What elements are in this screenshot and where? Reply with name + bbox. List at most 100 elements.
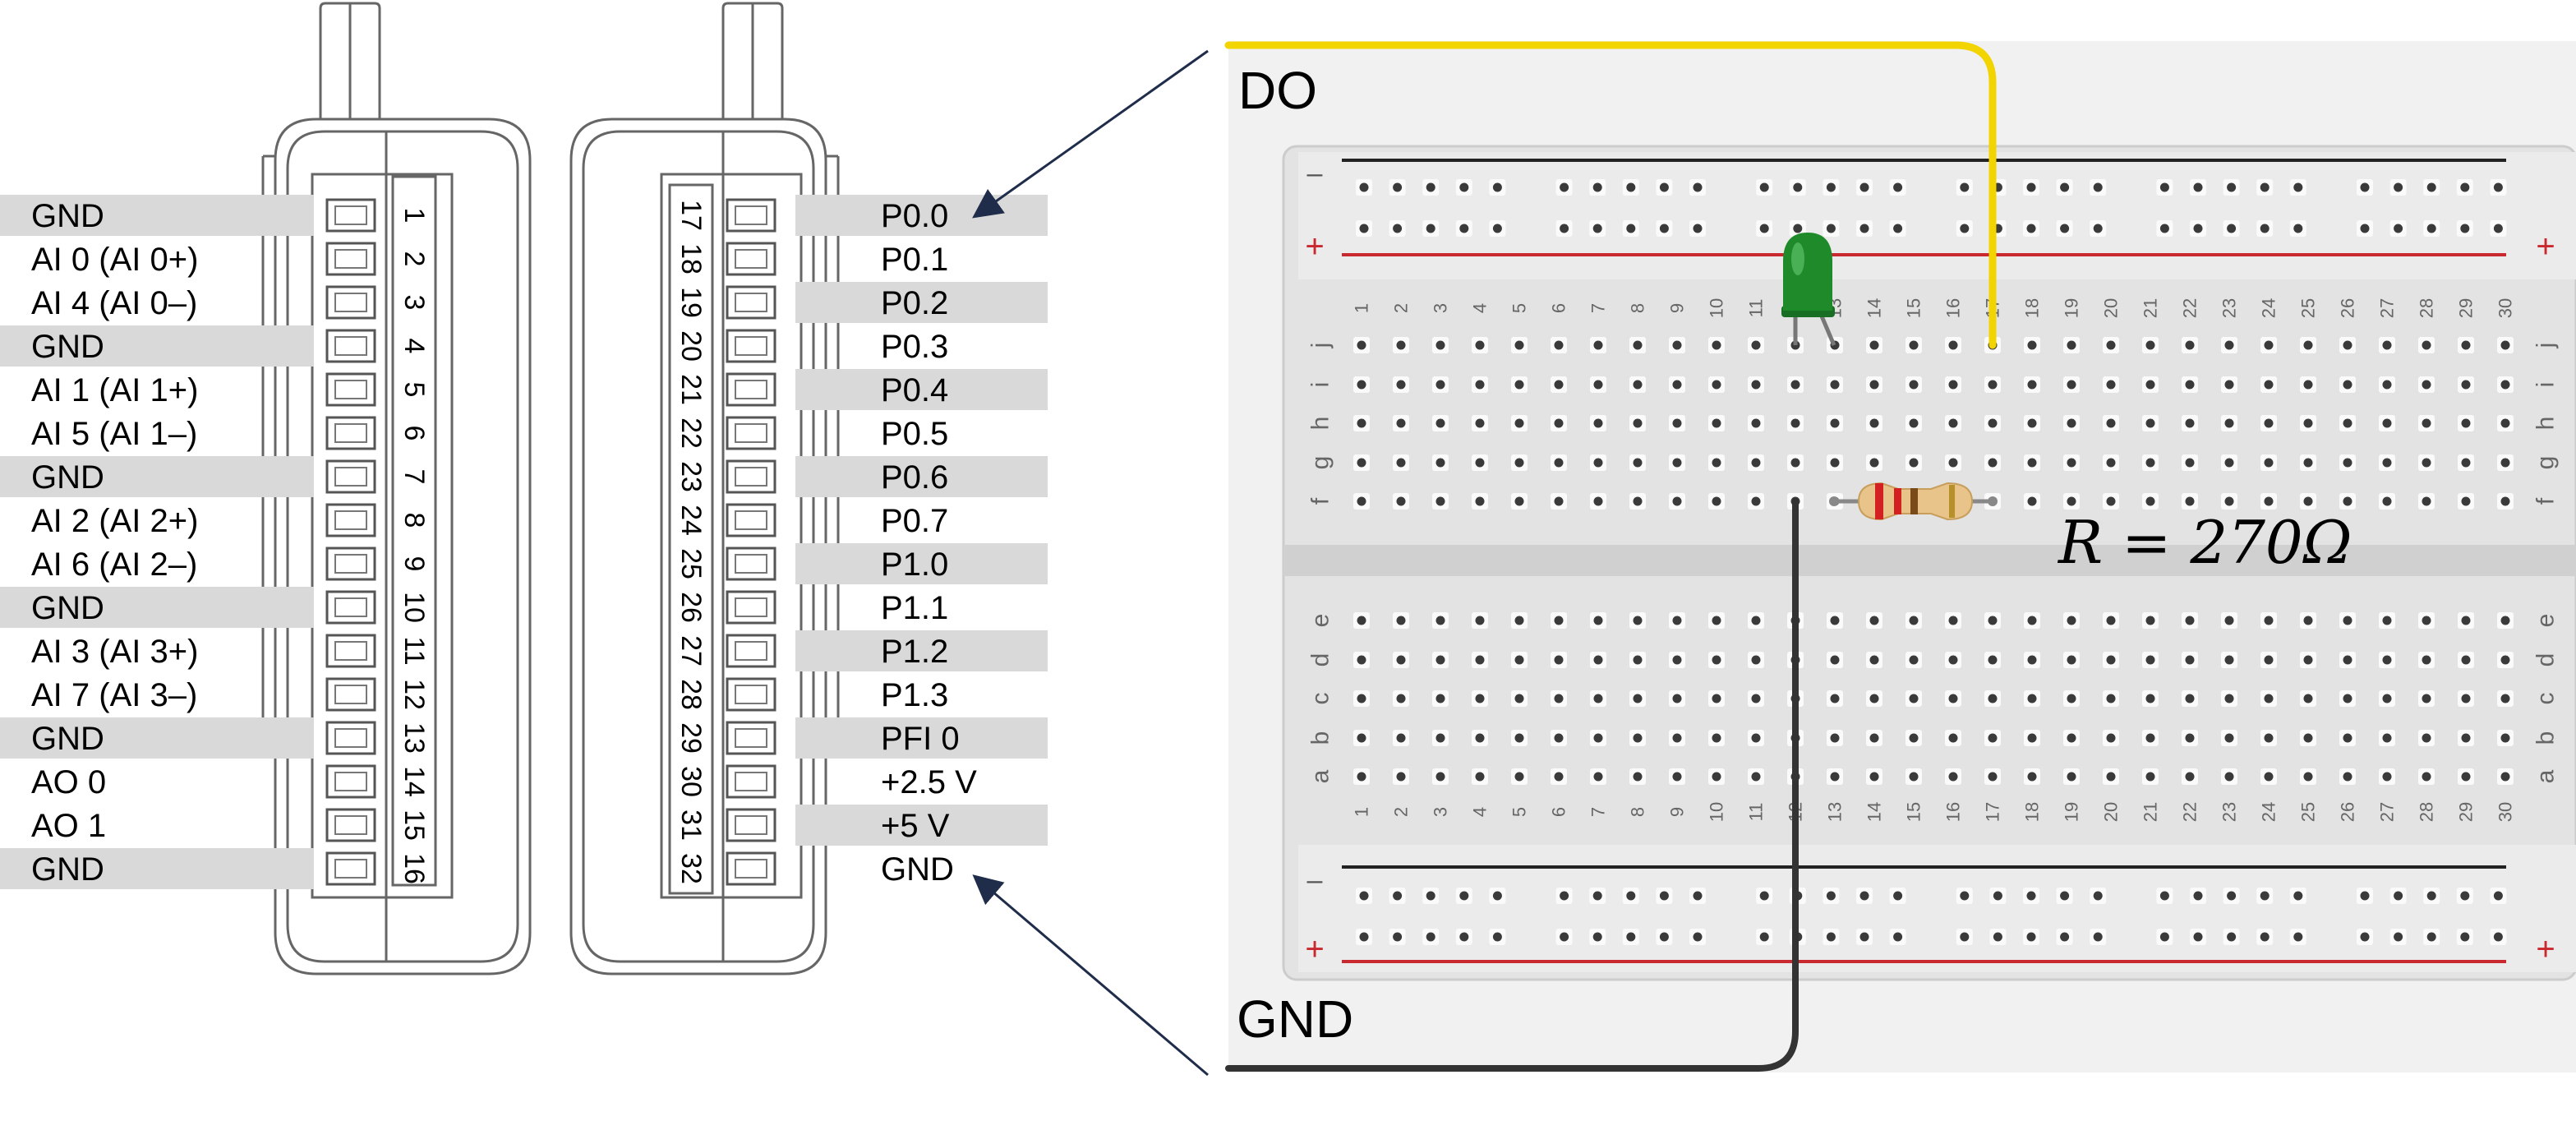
hole bbox=[1554, 772, 1564, 782]
hole bbox=[1435, 496, 1445, 506]
hole bbox=[1659, 891, 1669, 901]
hole bbox=[1893, 182, 1903, 192]
left-pin-number: 1 bbox=[399, 208, 430, 224]
hole bbox=[2067, 655, 2076, 665]
hole bbox=[1357, 496, 1366, 506]
row-letter: j bbox=[1307, 343, 1334, 349]
column-number: 8 bbox=[1628, 303, 1648, 313]
hole bbox=[2145, 340, 2155, 350]
column-number: 27 bbox=[2377, 298, 2398, 318]
hole bbox=[1357, 418, 1366, 428]
left-screw-terminal bbox=[325, 764, 376, 799]
hole bbox=[2260, 182, 2270, 192]
hole bbox=[1830, 418, 1840, 428]
hole bbox=[1492, 891, 1502, 901]
left-pin-label: AI 5 (AI 1–) bbox=[31, 416, 197, 452]
hole bbox=[2106, 458, 2116, 468]
right-pin-number: 32 bbox=[675, 853, 707, 884]
left-pin-label: AO 0 bbox=[31, 764, 106, 800]
hole bbox=[1357, 733, 1366, 743]
right-pin-number: 19 bbox=[675, 287, 707, 318]
hole bbox=[1459, 891, 1469, 901]
hole bbox=[1869, 733, 1879, 743]
column-number: 4 bbox=[1470, 807, 1491, 817]
hole bbox=[2422, 772, 2431, 782]
column-number: 30 bbox=[2495, 802, 2516, 822]
hole bbox=[2426, 891, 2436, 901]
hole bbox=[1751, 655, 1761, 665]
right-pin-label: P0.4 bbox=[881, 372, 948, 408]
right-screw-slot bbox=[735, 205, 767, 225]
hole bbox=[1909, 380, 1919, 390]
hole bbox=[2145, 616, 2155, 625]
hole bbox=[2461, 772, 2471, 782]
column-number: 25 bbox=[2298, 298, 2319, 318]
left-pin-label: GND bbox=[31, 851, 104, 888]
row-letter: i bbox=[2532, 382, 2560, 388]
left-pin-number: 11 bbox=[399, 636, 430, 665]
hole bbox=[1396, 616, 1406, 625]
hole bbox=[1435, 733, 1445, 743]
hole bbox=[1659, 224, 1669, 233]
left-screw-slot bbox=[334, 815, 367, 835]
hole bbox=[1560, 891, 1569, 901]
hole bbox=[1475, 496, 1485, 506]
right-pin-number: 31 bbox=[675, 809, 707, 841]
hole bbox=[2027, 458, 2037, 468]
hole bbox=[1475, 380, 1485, 390]
row-letter: c bbox=[1307, 693, 1334, 705]
hole bbox=[1988, 458, 1998, 468]
hole bbox=[2067, 616, 2076, 625]
hole bbox=[2067, 418, 2076, 428]
hole bbox=[2093, 224, 2103, 233]
hole bbox=[2264, 418, 2274, 428]
hole bbox=[2026, 891, 2036, 901]
right-pin-shade bbox=[795, 369, 1048, 410]
left-pin-number: 3 bbox=[399, 295, 430, 311]
left-pin-label: GND bbox=[31, 459, 104, 496]
hole bbox=[1948, 340, 1958, 350]
hole bbox=[2493, 182, 2503, 192]
hole bbox=[1357, 772, 1366, 782]
arrow-to-gnd bbox=[972, 874, 1209, 1077]
hole bbox=[2145, 733, 2155, 743]
hole bbox=[1826, 224, 1836, 233]
right-screw-terminal bbox=[726, 677, 776, 712]
hole bbox=[2461, 694, 2471, 703]
column-number: 11 bbox=[1746, 803, 1767, 822]
right-screw-terminal bbox=[726, 242, 776, 276]
column-number: 13 bbox=[1825, 802, 1846, 822]
right-pin-number: 29 bbox=[675, 722, 707, 754]
left-pin-label: GND bbox=[31, 721, 104, 757]
hole bbox=[1948, 772, 1958, 782]
right-screw-terminal bbox=[726, 503, 776, 537]
hole bbox=[2227, 932, 2237, 942]
hole bbox=[2293, 182, 2303, 192]
right-pin-label: GND bbox=[881, 851, 954, 888]
hole bbox=[2067, 733, 2076, 743]
hole bbox=[1826, 932, 1836, 942]
right-pin-label: P0.2 bbox=[881, 285, 948, 321]
hole bbox=[2422, 694, 2431, 703]
left-screw-slot bbox=[334, 685, 367, 704]
hole bbox=[1357, 458, 1366, 468]
hole bbox=[2500, 458, 2510, 468]
hole bbox=[2382, 458, 2392, 468]
hole bbox=[1514, 340, 1524, 350]
left-screw-slot bbox=[334, 859, 367, 879]
hole bbox=[1909, 458, 1919, 468]
hole bbox=[1790, 380, 1800, 390]
hole bbox=[1633, 772, 1643, 782]
right-screw-terminal bbox=[726, 285, 776, 320]
hole bbox=[2260, 224, 2270, 233]
hole bbox=[1712, 418, 1721, 428]
hole bbox=[1435, 340, 1445, 350]
column-number: 7 bbox=[1588, 807, 1609, 817]
right-screw-slot bbox=[735, 728, 767, 748]
hole bbox=[2106, 496, 2116, 506]
hole bbox=[1475, 772, 1485, 782]
hole bbox=[1593, 380, 1603, 390]
hole bbox=[1869, 694, 1879, 703]
do-wire bbox=[1224, 41, 1997, 349]
